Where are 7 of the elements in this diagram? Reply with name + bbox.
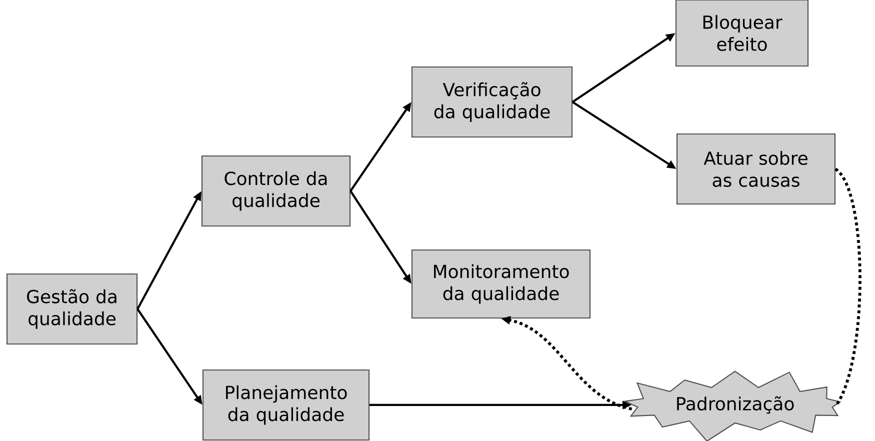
process-box: Controle da qualidade <box>201 155 351 227</box>
process-box: Gestão da qualidade <box>6 273 138 345</box>
process-box: Monitoramento da qualidade <box>411 249 591 319</box>
process-box: Verificação da qualidade <box>411 66 573 138</box>
process-box: Bloquear efeito <box>675 0 809 67</box>
process-box: Atuar sobre as causas <box>676 133 836 205</box>
process-box: Planejamento da qualidade <box>202 369 370 441</box>
